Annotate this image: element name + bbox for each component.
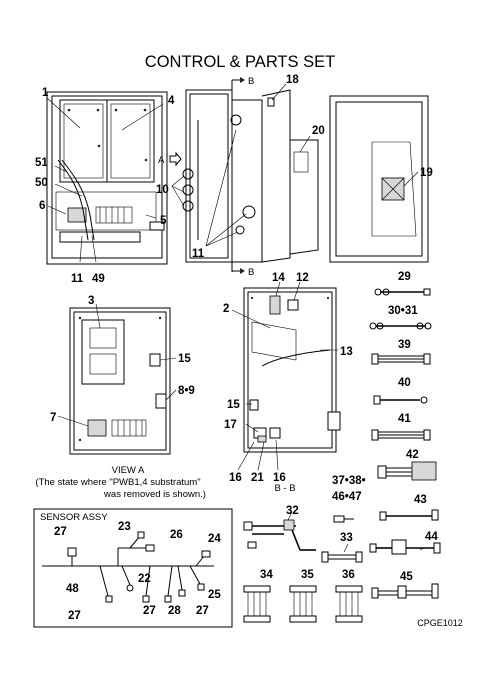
callout-21: 21 bbox=[251, 472, 264, 484]
harness-35 bbox=[289, 585, 317, 623]
callout-45: 45 bbox=[400, 571, 413, 583]
callout-8-9: 8•9 bbox=[178, 385, 195, 397]
callout-2: 2 bbox=[223, 303, 229, 315]
callout-11-left: 11 bbox=[71, 273, 84, 285]
callout-16-right: 16 bbox=[273, 472, 286, 484]
callout-22: 22 bbox=[138, 573, 151, 585]
callout-28: 28 bbox=[168, 605, 181, 617]
view-a-caption-line2: (The state where "PWB1,4 substratum" bbox=[35, 477, 200, 488]
callout-42: 42 bbox=[406, 449, 419, 461]
section-b-b-caption: B - B bbox=[274, 483, 295, 494]
drawing-code: CPGE1012 bbox=[417, 618, 463, 628]
callout-26: 26 bbox=[170, 529, 183, 541]
view-a-caption-line3: was removed is shown.) bbox=[103, 489, 206, 500]
control-box-front bbox=[46, 91, 168, 265]
harness-32 bbox=[243, 519, 316, 551]
callout-5: 5 bbox=[160, 215, 167, 227]
callout-43: 43 bbox=[414, 494, 427, 506]
sensor-assy-label: SENSOR ASSY bbox=[40, 512, 108, 523]
callout-27-center: 27 bbox=[143, 605, 156, 617]
harness-41 bbox=[371, 429, 431, 441]
callout-14: 14 bbox=[272, 272, 285, 284]
harness-36 bbox=[335, 585, 363, 623]
leader-lines bbox=[46, 83, 425, 553]
callout-39: 39 bbox=[398, 339, 411, 351]
callout-50: 50 bbox=[35, 177, 48, 189]
callout-36: 36 bbox=[342, 569, 355, 581]
view-a-caption-title: VIEW A bbox=[112, 465, 145, 476]
callout-23: 23 bbox=[118, 521, 131, 533]
callout-15-left: 15 bbox=[178, 353, 191, 365]
harness-45 bbox=[371, 583, 439, 599]
callout-6: 6 bbox=[39, 200, 45, 212]
callout-19: 19 bbox=[420, 167, 433, 179]
callout-18: 18 bbox=[286, 74, 299, 86]
section-b-top-label: B bbox=[248, 76, 254, 87]
callout-37-38: 37•38• bbox=[332, 475, 366, 487]
callout-7: 7 bbox=[50, 412, 56, 424]
view-a-panel bbox=[69, 307, 171, 455]
part-46-47 bbox=[333, 515, 354, 523]
callout-13: 13 bbox=[340, 346, 353, 358]
callout-27-right: 27 bbox=[196, 605, 209, 617]
callout-11-center: 11 bbox=[192, 248, 205, 260]
callout-35: 35 bbox=[301, 569, 314, 581]
callout-33: 33 bbox=[340, 532, 353, 544]
section-b-b-panel bbox=[243, 287, 341, 453]
callout-44: 44 bbox=[425, 531, 438, 543]
callout-40: 40 bbox=[398, 377, 411, 389]
callout-20: 20 bbox=[312, 125, 325, 137]
harness-34 bbox=[243, 585, 271, 623]
harness-43 bbox=[379, 509, 439, 521]
callout-41: 41 bbox=[398, 413, 411, 425]
view-a-arrow-label: A bbox=[158, 155, 165, 166]
callout-numbers: 1 4 51 50 6 5 11 49 10 11 18 20 19 3 15 … bbox=[35, 74, 438, 622]
rear-cover bbox=[329, 95, 429, 263]
harness-42 bbox=[377, 461, 437, 481]
control-box-side bbox=[182, 80, 319, 272]
harness-44 bbox=[369, 539, 441, 555]
callout-12: 12 bbox=[296, 272, 309, 284]
section-b-bottom-label: B bbox=[248, 267, 254, 278]
callout-30-31: 30•31 bbox=[388, 305, 418, 317]
harness-39 bbox=[371, 353, 431, 365]
callout-3: 3 bbox=[88, 295, 94, 307]
callout-25: 25 bbox=[208, 589, 221, 601]
callout-29: 29 bbox=[398, 271, 411, 283]
harness-40 bbox=[373, 395, 428, 405]
callout-1: 1 bbox=[42, 87, 49, 99]
callout-16-left: 16 bbox=[229, 472, 242, 484]
harness-30-31 bbox=[369, 322, 432, 330]
sensor-assy-box: SENSOR ASSY bbox=[33, 508, 233, 628]
callout-27-left: 27 bbox=[68, 610, 81, 622]
callout-46-47: 46•47 bbox=[332, 491, 362, 503]
callout-15-center: 15 bbox=[227, 399, 240, 411]
callout-27-top: 27 bbox=[54, 526, 67, 538]
callout-24: 24 bbox=[208, 533, 221, 545]
callout-10: 10 bbox=[156, 184, 169, 196]
harness-29 bbox=[374, 288, 431, 296]
diagram-title: CONTROL & PARTS SET bbox=[145, 53, 335, 71]
callout-32: 32 bbox=[286, 505, 299, 517]
callout-48: 48 bbox=[66, 583, 79, 595]
section-b-arrow-top: B bbox=[232, 76, 254, 87]
callout-51: 51 bbox=[35, 157, 48, 169]
callout-17: 17 bbox=[224, 419, 237, 431]
callout-49: 49 bbox=[92, 273, 105, 285]
section-b-arrow-bottom: B bbox=[232, 267, 254, 278]
callout-34: 34 bbox=[260, 569, 273, 581]
view-a-arrow: A bbox=[158, 151, 182, 167]
harness-33 bbox=[321, 551, 363, 563]
callout-4: 4 bbox=[168, 95, 175, 107]
